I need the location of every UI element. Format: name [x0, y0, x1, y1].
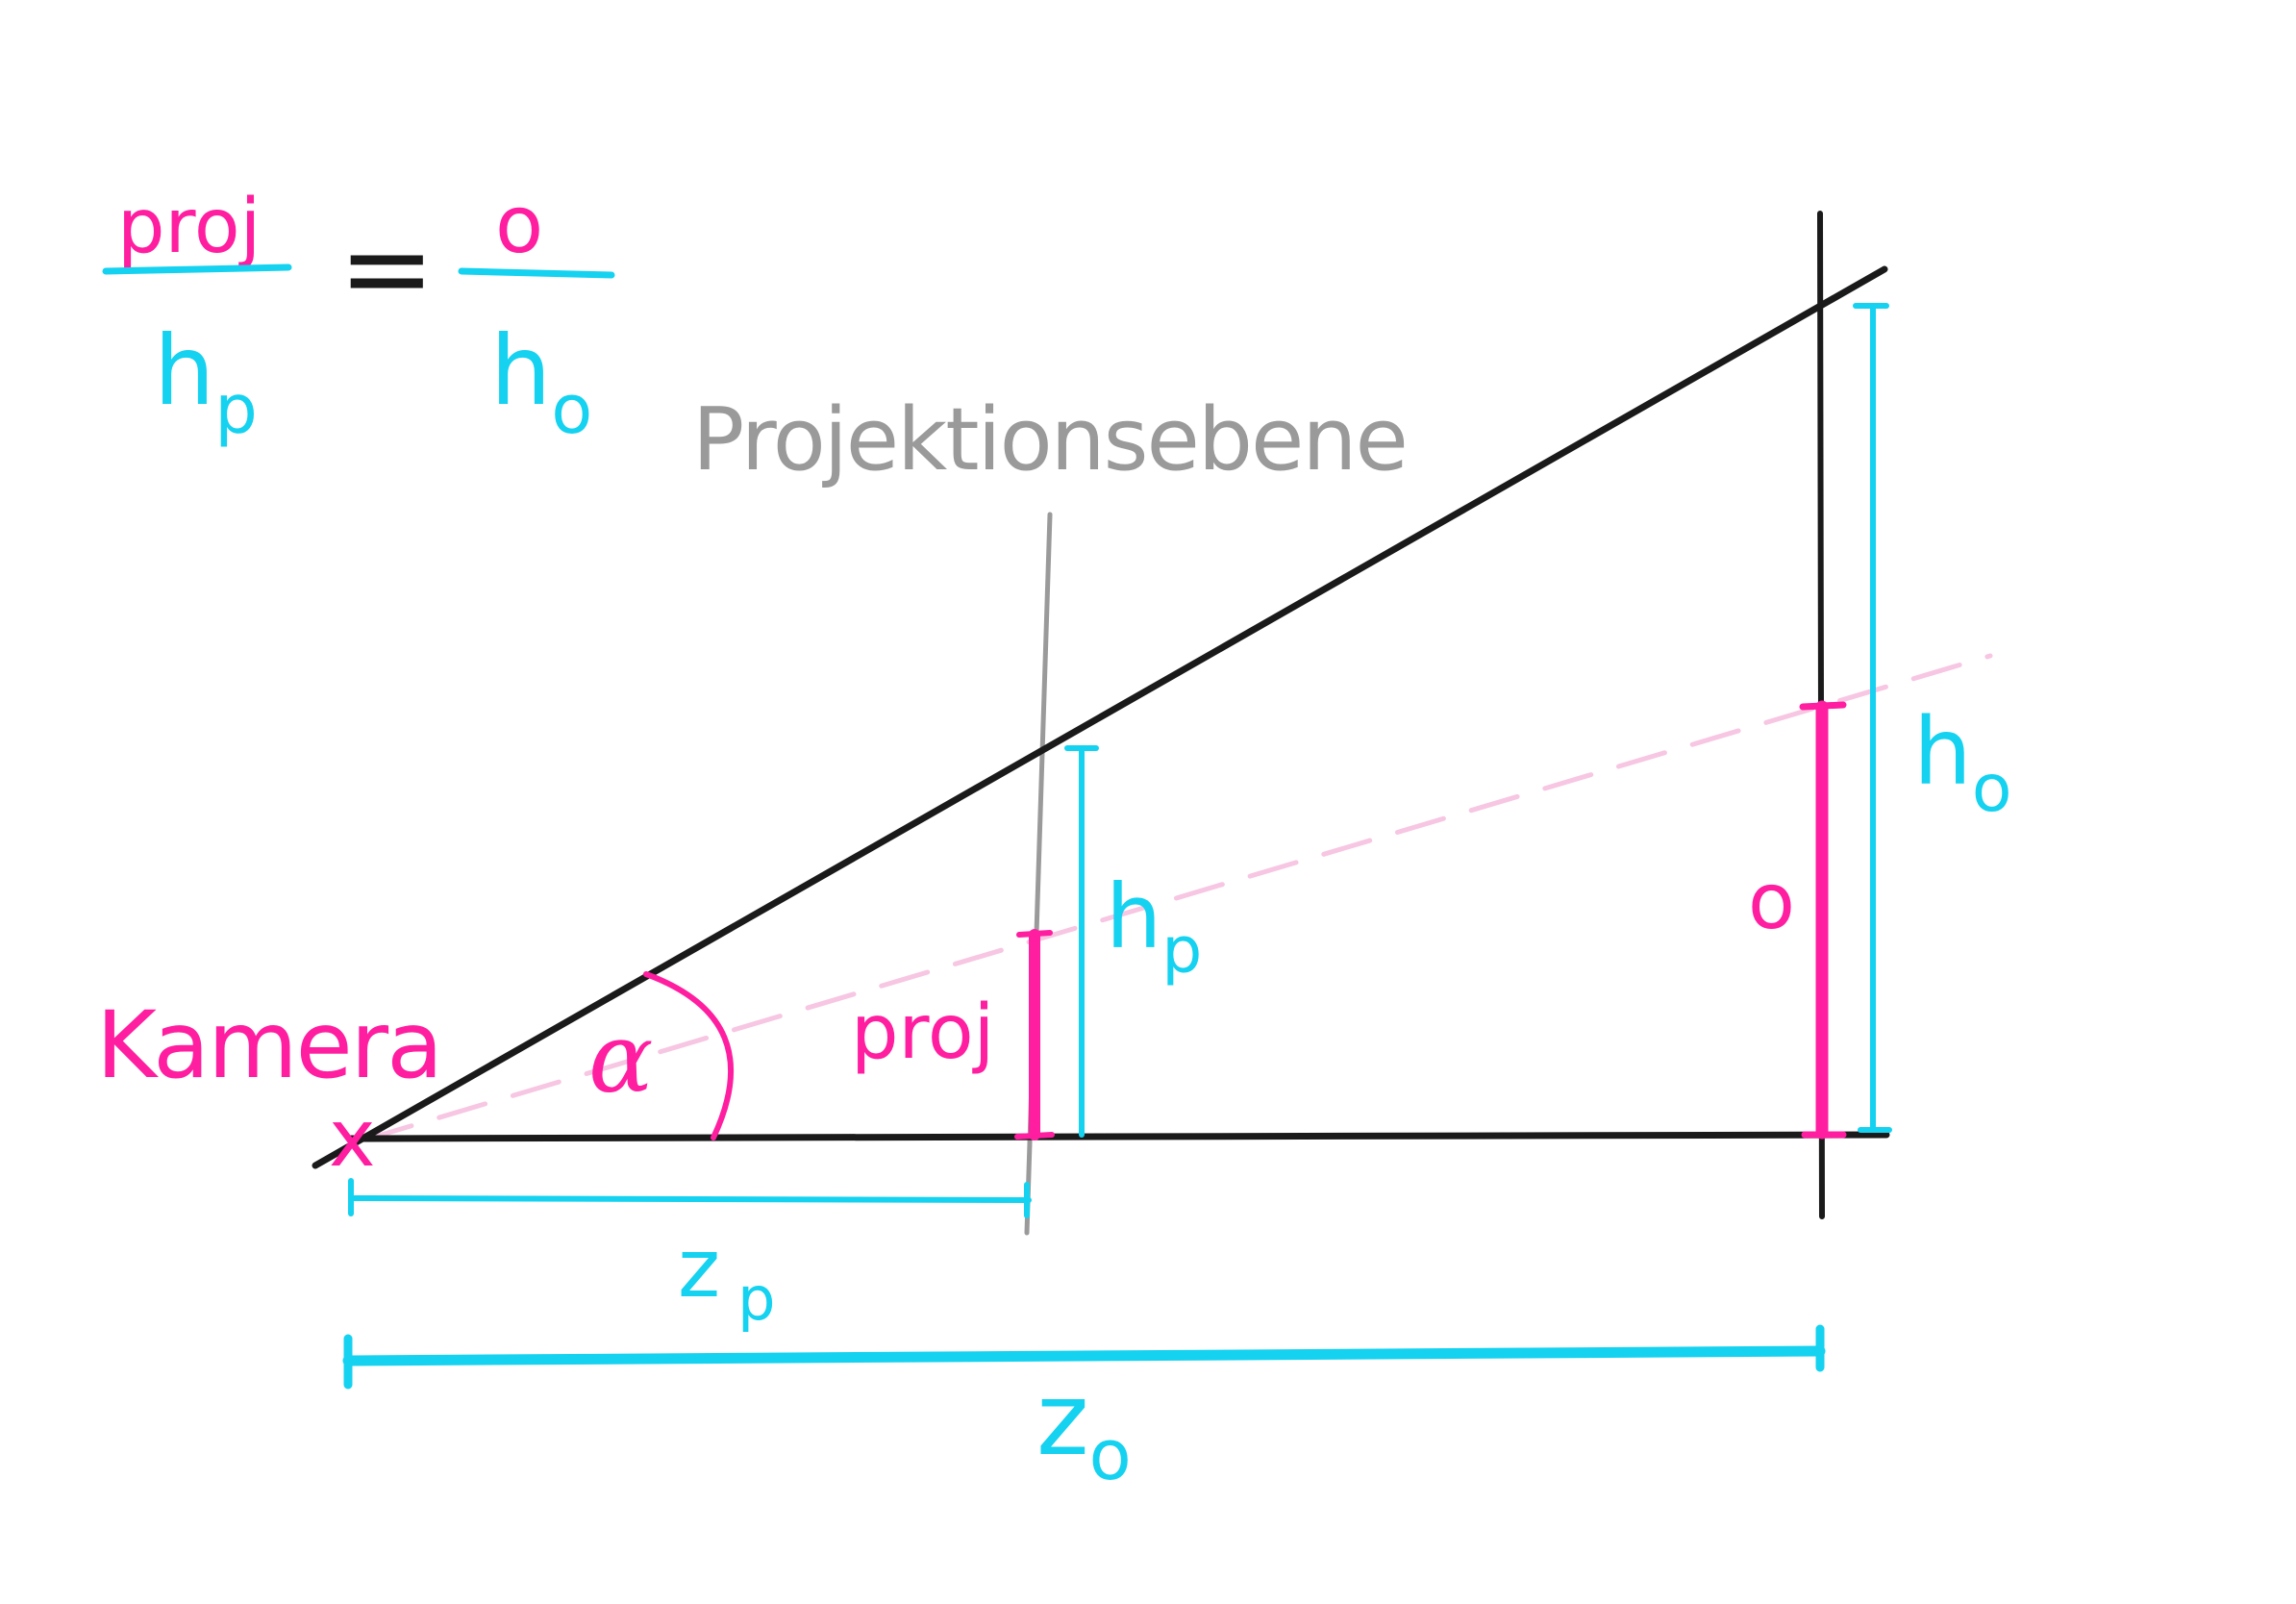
formula-fraction-bar-right	[458, 267, 615, 279]
zp-bar	[348, 1195, 1032, 1203]
hp-label-subscript: p	[1161, 914, 1202, 988]
proj-label: proj	[851, 990, 994, 1076]
hp-label: hp	[1106, 865, 1202, 988]
zo-label-subscript: o	[1089, 1415, 1132, 1495]
formula-fraction-bar-left	[102, 263, 292, 275]
formula-denominator-left: hp	[154, 314, 258, 449]
formula-denominator-left-subscript: p	[214, 370, 257, 449]
hp-measure	[1064, 745, 1099, 1138]
frustum-top-ray	[312, 265, 1888, 1169]
zo-label: zo	[1036, 1361, 1132, 1495]
proj-bar-cap-top	[1016, 930, 1053, 938]
formula-numerator-left: proj	[117, 184, 261, 270]
camera-label: Kamera	[96, 991, 441, 1099]
formula-numerator-right: o	[495, 180, 543, 271]
zp-label-subscript: p	[737, 1264, 775, 1334]
ho-label-subscript: o	[1972, 751, 2012, 827]
zo-bar	[342, 1345, 1826, 1366]
object-measure	[1799, 700, 1847, 1140]
angle-arc	[643, 971, 735, 1140]
proj-measure	[1014, 929, 1055, 1140]
formula-denominator-right: ho	[490, 314, 592, 449]
formula-equals: =	[338, 202, 436, 336]
camera-mark: x	[329, 1093, 376, 1185]
proj-bar-cap-bottom	[1014, 1132, 1055, 1140]
zo-measure	[342, 1324, 1826, 1390]
ho-label: ho	[1913, 698, 2011, 827]
ho-measure	[1853, 303, 1892, 1133]
zp-measure	[348, 1178, 1032, 1218]
formula-denominator-right-subscript: o	[551, 370, 592, 449]
formula: proj hp = o ho	[102, 180, 615, 449]
central-ray-dashed	[362, 653, 1993, 1142]
projection-plane-label: Projektionsebene	[692, 389, 1407, 490]
angle-label: α	[588, 1002, 654, 1115]
object-bar-cap-top	[1799, 701, 1847, 711]
baseline	[347, 1131, 1890, 1142]
object-label: o	[1748, 857, 1795, 946]
